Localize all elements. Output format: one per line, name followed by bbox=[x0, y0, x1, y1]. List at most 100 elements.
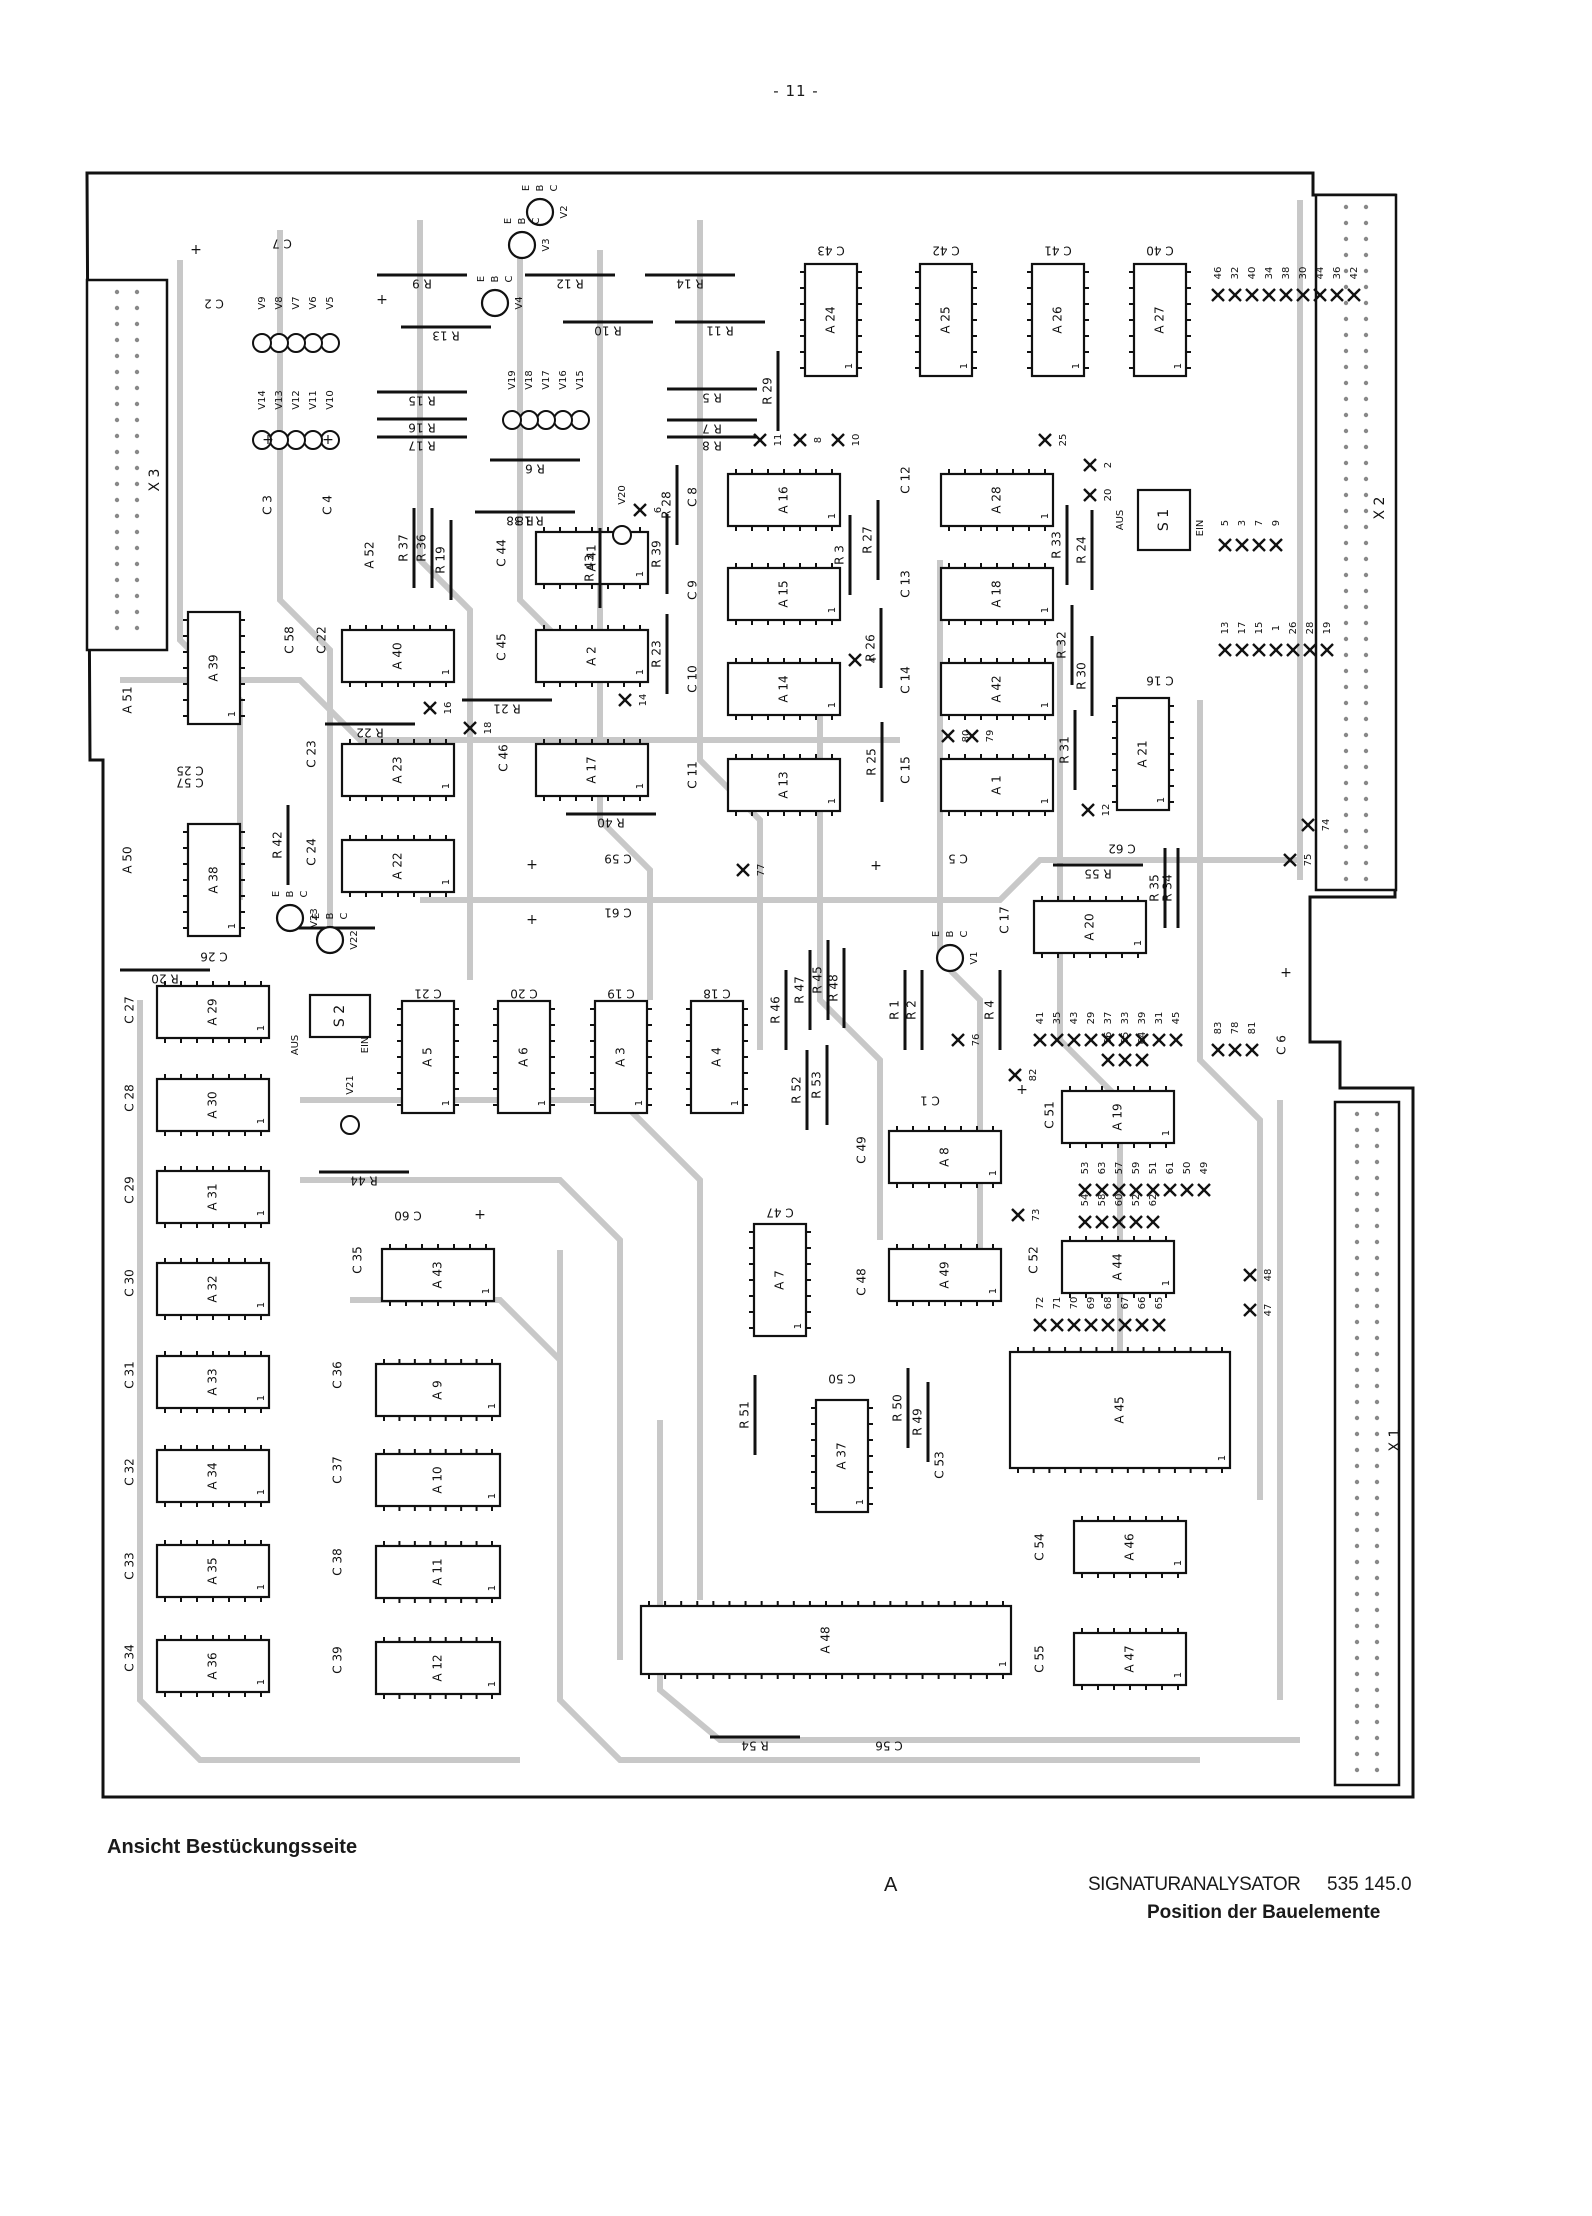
connector-pin bbox=[1343, 572, 1349, 578]
diode-body bbox=[303, 430, 323, 450]
connector-pin bbox=[1343, 828, 1349, 834]
test-point-label: 72 bbox=[1035, 1297, 1046, 1310]
diode-label: V5 bbox=[325, 296, 336, 309]
test-point: 1 bbox=[1269, 625, 1283, 657]
transistor-body bbox=[935, 943, 965, 973]
test-point-cross bbox=[1218, 643, 1232, 657]
resistor-label: R 34 bbox=[1161, 874, 1175, 901]
polarity-plus: + bbox=[1016, 1082, 1028, 1098]
resistor-label: R 27 bbox=[861, 526, 875, 553]
test-point-label: 81 bbox=[1247, 1022, 1258, 1035]
connector-pin bbox=[134, 497, 140, 503]
resistor-label: R 44 bbox=[350, 1174, 377, 1188]
transistor-pin-label: C bbox=[339, 912, 350, 919]
test-point-label: 82 bbox=[1028, 1069, 1039, 1082]
diode-body bbox=[519, 410, 539, 430]
pin-one-mark: 1 bbox=[827, 513, 838, 519]
connector-pin bbox=[1343, 332, 1349, 338]
test-point-label: 59 bbox=[1131, 1162, 1142, 1175]
connector-pin bbox=[1343, 252, 1349, 258]
ic-chip: A 251 bbox=[915, 262, 977, 378]
ic-chip: A 191 bbox=[1060, 1086, 1176, 1148]
ic-chip: A 151 bbox=[726, 563, 842, 625]
connector-pin bbox=[1343, 812, 1349, 818]
chip-label: A 13 bbox=[777, 771, 791, 798]
test-point-label: 18 bbox=[483, 722, 494, 735]
connector-pin bbox=[1354, 1223, 1360, 1229]
connector-pin bbox=[1343, 556, 1349, 562]
capacitor-label: C 3 bbox=[261, 495, 275, 515]
test-point: 46 bbox=[1211, 267, 1225, 302]
test-point-label: 13 bbox=[1220, 622, 1231, 635]
resistor-label: R 48 bbox=[827, 974, 841, 1001]
ic-chip: A 301 bbox=[155, 1074, 271, 1136]
test-point-cross bbox=[941, 729, 955, 743]
pcb-trace bbox=[517, 240, 563, 643]
connector-pin bbox=[1343, 748, 1349, 754]
connector-pin bbox=[1374, 1479, 1380, 1485]
pin-one-mark: 1 bbox=[537, 1100, 548, 1106]
connector-pin bbox=[1374, 1303, 1380, 1309]
resistor-label: R 39 bbox=[650, 540, 664, 567]
connector-pin bbox=[1374, 1335, 1380, 1341]
test-point-label: 41 bbox=[1035, 1012, 1046, 1025]
diode-body bbox=[553, 410, 573, 430]
chip-label: A 6 bbox=[517, 1047, 531, 1067]
connector-pin bbox=[1343, 396, 1349, 402]
diode-body bbox=[269, 333, 289, 353]
connector-pin bbox=[1354, 1207, 1360, 1213]
ic-chip: A 291 bbox=[155, 981, 271, 1043]
test-point-label: 17 bbox=[1237, 622, 1248, 635]
connector-pin bbox=[1354, 1143, 1360, 1149]
test-point-cross bbox=[1101, 1033, 1115, 1047]
trace-layer bbox=[120, 200, 1303, 1763]
test-point: 65 bbox=[1152, 1297, 1166, 1332]
diode-body bbox=[252, 430, 272, 450]
connector-pin bbox=[114, 577, 120, 583]
resistor-label: R 22 bbox=[356, 726, 383, 740]
test-point-label: 48 bbox=[1263, 1269, 1274, 1282]
connector-pin bbox=[134, 449, 140, 455]
test-point: 67 bbox=[1118, 1297, 1132, 1332]
connector-pin bbox=[1343, 620, 1349, 626]
chip-label: A 28 bbox=[990, 486, 1004, 513]
test-point-cross bbox=[1146, 1215, 1160, 1229]
resistor-label: R 30 bbox=[1075, 662, 1089, 689]
capacitor-label: C 54 bbox=[1033, 1533, 1047, 1560]
ic-chip: A 111 bbox=[374, 1541, 502, 1603]
connector-pin bbox=[1354, 1239, 1360, 1245]
test-point: 44 bbox=[1313, 267, 1327, 302]
ic-body bbox=[186, 610, 242, 726]
pin-one-mark: 1 bbox=[487, 1403, 498, 1409]
test-point: 6 bbox=[633, 503, 664, 517]
test-point-cross bbox=[1320, 643, 1334, 657]
pcb-trace bbox=[277, 230, 333, 940]
connector-pin bbox=[1354, 1399, 1360, 1405]
test-point-label: 67 bbox=[1120, 1297, 1131, 1310]
pin-one-mark: 1 bbox=[827, 798, 838, 804]
ic-chip: A 161 bbox=[726, 469, 842, 531]
test-point: 74 bbox=[1301, 818, 1332, 832]
connector-pin bbox=[1363, 300, 1369, 306]
test-point: 76 bbox=[951, 1033, 982, 1047]
test-point-label: 74 bbox=[1321, 819, 1332, 832]
test-point-label: 30 bbox=[1298, 267, 1309, 280]
ic-chip: A 211 bbox=[1112, 696, 1174, 812]
chip-label: A 33 bbox=[206, 1368, 220, 1395]
connector-pin bbox=[1363, 620, 1369, 626]
connector-pin bbox=[114, 593, 120, 599]
ic-body bbox=[1032, 899, 1148, 955]
capacitor-label: C 22 bbox=[315, 626, 329, 653]
resistor-label: R 42 bbox=[271, 831, 285, 858]
capacitor-label: C 8 bbox=[686, 487, 700, 507]
connector-pin bbox=[1354, 1655, 1360, 1661]
pcb-trace bbox=[1197, 700, 1263, 1500]
pin-one-mark: 1 bbox=[988, 1170, 999, 1176]
transistor-pin-label: E bbox=[503, 218, 514, 224]
ic-chip: A 451 bbox=[1008, 1347, 1232, 1473]
capacitor-label: C 35 bbox=[351, 1246, 365, 1273]
chip-label: A 24 bbox=[824, 306, 838, 333]
test-point-cross bbox=[423, 701, 437, 715]
ic-body bbox=[1008, 1350, 1232, 1470]
test-point-cross bbox=[1118, 1318, 1132, 1332]
